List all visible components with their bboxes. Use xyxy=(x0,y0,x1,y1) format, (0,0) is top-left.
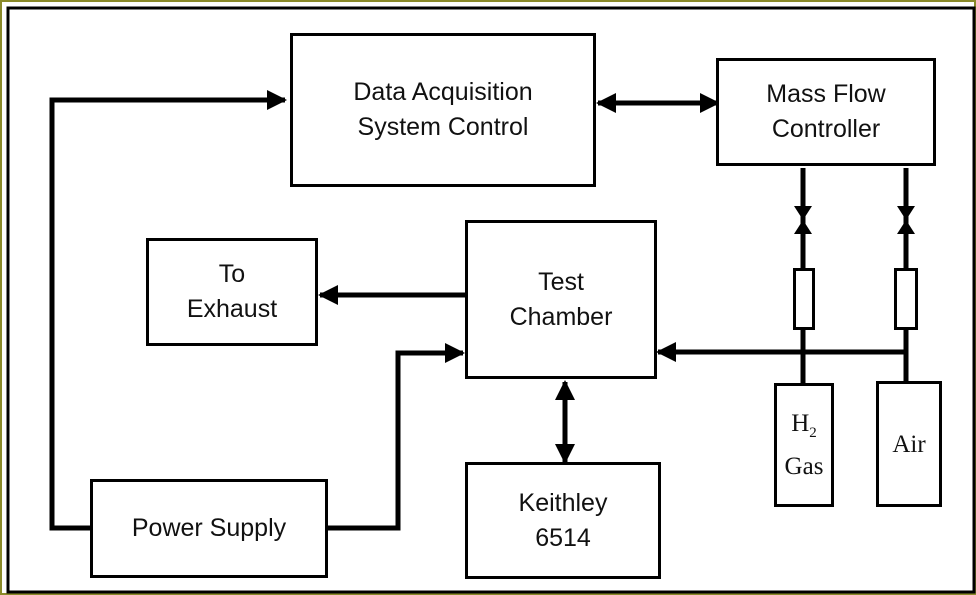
h2-valve-icon xyxy=(794,206,812,234)
air-valve-icon xyxy=(897,206,915,234)
h2-gas-label: Gas xyxy=(784,453,824,480)
mass-flow-line2: Controller xyxy=(771,115,881,143)
exhaust-line1: To xyxy=(218,260,246,288)
air-filter xyxy=(894,268,918,330)
data-acquisition-line2: System Control xyxy=(357,113,529,141)
mass-flow-controller-block: Mass Flow Controller xyxy=(716,58,936,166)
h2-filter xyxy=(793,268,815,330)
power-supply-block: Power Supply xyxy=(90,479,328,578)
mass-flow-line1: Mass Flow xyxy=(766,80,886,108)
keithley-line1: Keithley xyxy=(518,488,608,517)
exhaust-line2: Exhaust xyxy=(186,295,278,323)
power-to-chamber-line xyxy=(326,343,465,531)
test-chamber-line1: Test xyxy=(538,267,584,296)
air-cylinder: Air xyxy=(876,381,942,507)
test-chamber-block: Test Chamber xyxy=(465,220,657,379)
keithley-block: Keithley 6514 xyxy=(465,462,661,579)
data-acquisition-block: Data Acquisition System Control xyxy=(290,33,596,187)
keithley-line2: 6514 xyxy=(535,523,591,552)
power-to-daq-line xyxy=(49,90,287,531)
exhaust-block: To Exhaust xyxy=(146,238,318,346)
h2-gas-cylinder: H2 Gas xyxy=(774,383,834,507)
h2-symbol: H2 xyxy=(791,410,817,441)
test-chamber-line2: Chamber xyxy=(509,302,613,331)
data-acquisition-line1: Data Acquisition xyxy=(353,78,533,106)
power-supply-label: Power Supply xyxy=(131,514,287,542)
air-label: Air xyxy=(892,430,926,458)
